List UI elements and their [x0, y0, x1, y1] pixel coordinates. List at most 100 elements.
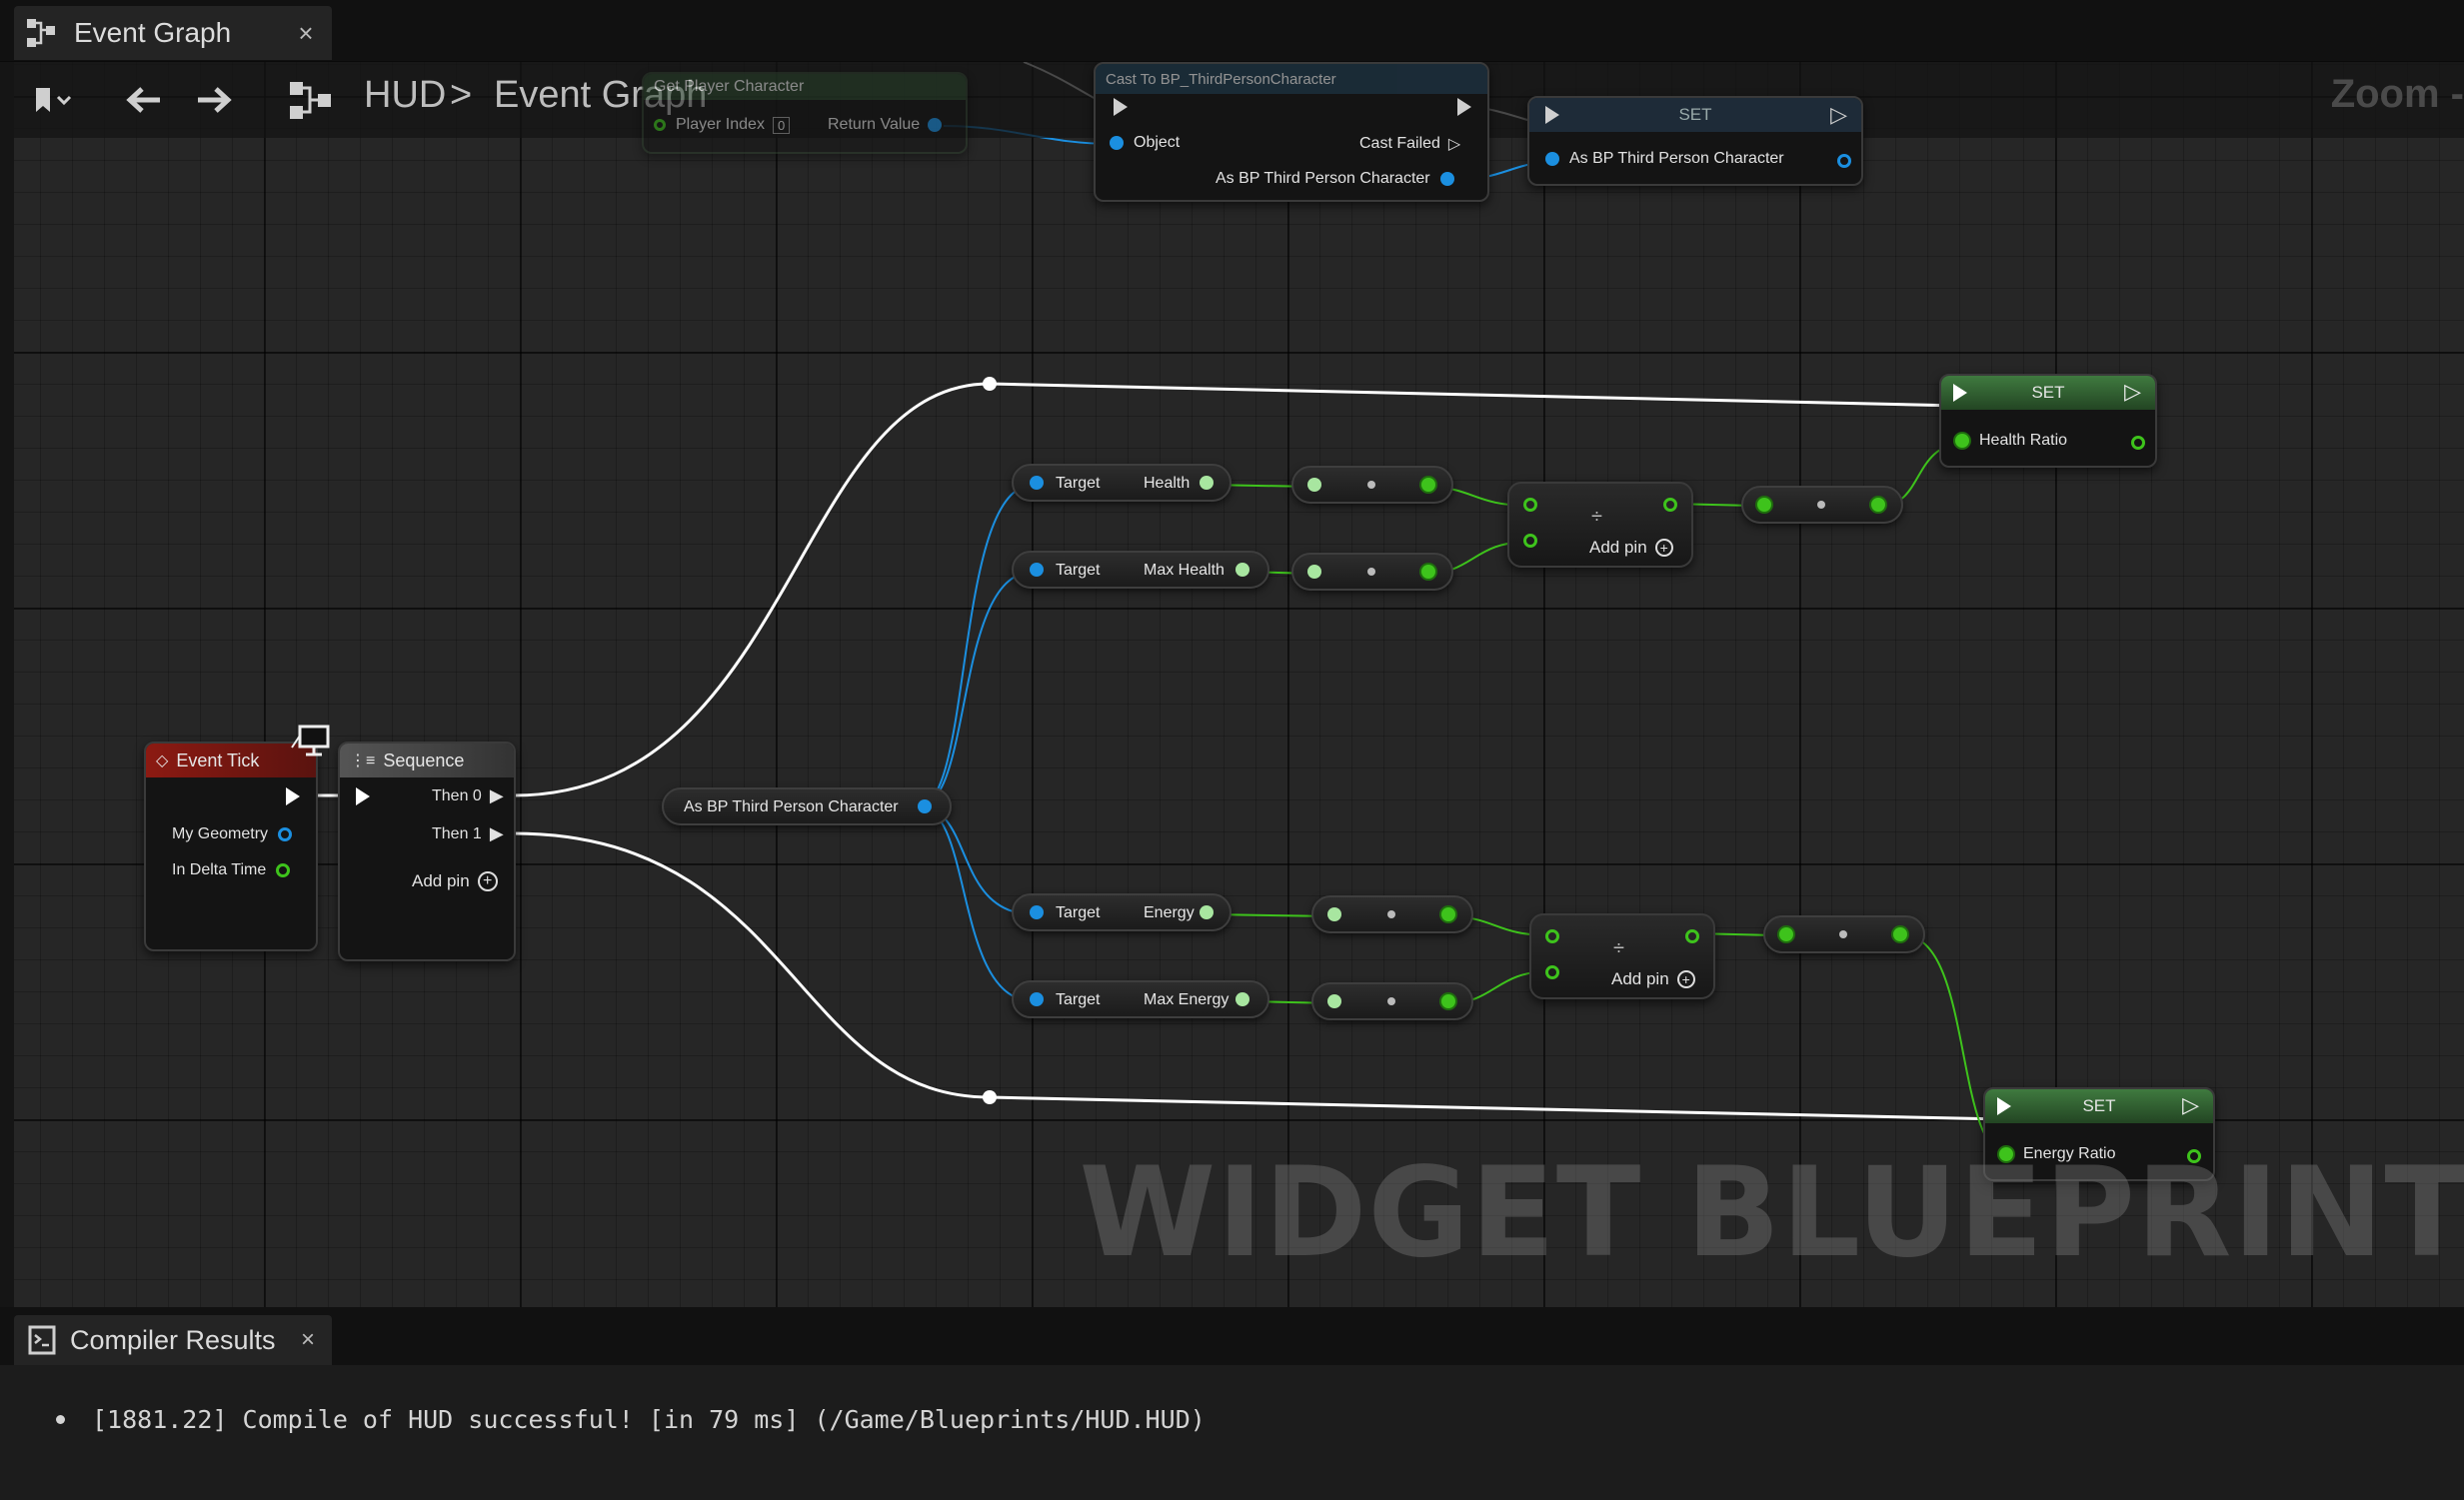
pin-output-icon[interactable] — [1235, 563, 1249, 577]
node-convert-energy[interactable] — [1311, 895, 1473, 933]
pin-input-icon[interactable] — [1757, 498, 1771, 512]
pin-input-icon[interactable] — [1327, 994, 1341, 1008]
node-divide-health[interactable]: ÷ Add pin + — [1507, 482, 1693, 568]
pin-output-icon[interactable] — [1235, 992, 1249, 1006]
pin-output-icon[interactable] — [1685, 929, 1699, 943]
widget-blueprint-watermark: WIDGET BLUEPRINT — [1079, 1141, 2464, 1285]
node-set-energy-ratio[interactable]: SET ▷ Energy Ratio — [1983, 1087, 2215, 1181]
node-convert-energy-ratio[interactable] — [1763, 915, 1925, 953]
pin-input-icon[interactable] — [1307, 478, 1321, 492]
exec-out-pin[interactable] — [286, 787, 300, 805]
exec-in-pin[interactable] — [1114, 98, 1128, 116]
exec-in-pin[interactable] — [1545, 106, 1559, 124]
node-header: ◇ Event Tick — [146, 744, 316, 777]
pin-output-icon[interactable] — [1200, 905, 1214, 919]
bookmark-button[interactable] — [26, 76, 86, 124]
pin-label: Energy Ratio — [2023, 1145, 2116, 1162]
plus-circle-icon: + — [477, 871, 498, 891]
pin-output-icon[interactable] — [1893, 927, 1907, 941]
pin-output-icon[interactable] — [1871, 498, 1885, 512]
node-convert-health[interactable] — [1291, 466, 1453, 504]
tab-compiler-results[interactable]: Compiler Results × — [14, 1315, 332, 1365]
pin-icon — [654, 119, 666, 131]
exec-in-pin[interactable] — [1997, 1097, 2011, 1115]
pin-a-icon[interactable] — [1545, 929, 1559, 943]
node-set-character[interactable]: SET ▷ As BP Third Person Character — [1527, 96, 1863, 186]
back-button[interactable] — [120, 76, 168, 124]
node-get-player-character[interactable]: Get Player Character Player Index 0 Retu… — [642, 72, 968, 154]
exec-out-pin[interactable] — [1457, 98, 1471, 116]
exec-in-pin[interactable] — [356, 787, 370, 805]
node-convert-health-ratio[interactable] — [1741, 486, 1903, 524]
node-get-energy[interactable]: Target Energy — [1012, 893, 1232, 931]
node-var-get-character[interactable]: As BP Third Person Character — [662, 787, 952, 825]
close-icon[interactable]: × — [298, 17, 314, 48]
node-get-max-energy[interactable]: Target Max Energy — [1012, 980, 1269, 1018]
pin-then0[interactable]: Then 0 ▶ — [432, 785, 504, 806]
node-cast-to-character[interactable]: Cast To BP_ThirdPersonCharacter Object C… — [1094, 62, 1489, 202]
arrow-right-icon — [198, 87, 232, 113]
graph-icon — [27, 19, 55, 47]
pin-output-icon[interactable] — [1200, 476, 1214, 490]
pin-b-icon[interactable] — [1523, 534, 1537, 548]
add-pin-button[interactable]: Add pin + — [412, 871, 498, 891]
pin-output-icon[interactable] — [2131, 436, 2145, 450]
exec-out-pin[interactable]: ▷ — [1830, 102, 1847, 127]
reroute-node[interactable] — [983, 377, 997, 391]
pin-label: My Geometry — [172, 825, 269, 842]
reroute-node[interactable] — [983, 1090, 997, 1104]
pin-output-icon[interactable] — [1421, 478, 1435, 492]
arrow-left-icon — [126, 87, 160, 113]
node-get-max-health[interactable]: Target Max Health — [1012, 551, 1269, 589]
node-convert-max-energy[interactable] — [1311, 982, 1473, 1020]
pin-output-icon[interactable] — [2187, 1149, 2201, 1163]
player-index-input[interactable]: 0 — [772, 116, 791, 134]
pin-output-icon[interactable] — [1663, 498, 1677, 512]
pin-target-icon[interactable] — [1030, 992, 1044, 1006]
event-graph-canvas[interactable]: HUD > Event Graph Zoom - Get Player Char… — [14, 62, 2464, 1307]
pin-target-icon[interactable] — [1030, 476, 1044, 490]
graph-icon — [290, 82, 331, 119]
tab-event-graph[interactable]: Event Graph × — [14, 6, 332, 60]
pin-object[interactable]: Object — [1110, 134, 1180, 152]
node-set-health-ratio[interactable]: SET ▷ Health Ratio — [1939, 374, 2157, 468]
breadcrumb-root[interactable]: HUD — [364, 74, 447, 116]
graph-toggle-button[interactable] — [284, 76, 338, 124]
forward-button[interactable] — [190, 76, 238, 124]
sequence-icon: ⋮≡ — [350, 752, 376, 769]
pin-output-icon[interactable] — [1441, 907, 1455, 921]
node-convert-max-health[interactable] — [1291, 553, 1453, 591]
pin-as-character[interactable]: As BP Third Person Character — [1216, 170, 1454, 188]
exec-out-pin[interactable]: ▷ — [2124, 379, 2141, 404]
pin-input-icon[interactable] — [1307, 565, 1321, 579]
pin-in-delta-time[interactable]: In Delta Time — [172, 861, 291, 879]
pin-then1[interactable]: Then 1 ▶ — [432, 823, 504, 844]
node-get-health[interactable]: Target Health — [1012, 464, 1232, 502]
exec-out-pin[interactable]: ▷ — [2182, 1092, 2199, 1117]
pin-my-geometry[interactable]: My Geometry — [172, 825, 293, 843]
pin-target-icon[interactable] — [1030, 563, 1044, 577]
pin-a-icon[interactable] — [1523, 498, 1537, 512]
pin-output-icon[interactable] — [1421, 565, 1435, 579]
node-label: Health — [1144, 475, 1191, 492]
node-divide-energy[interactable]: ÷ Add pin + — [1529, 913, 1715, 999]
add-pin-button[interactable]: Add pin + — [1589, 538, 1673, 558]
add-pin-button[interactable]: Add pin + — [1611, 969, 1695, 989]
pin-input-icon[interactable] — [1327, 907, 1341, 921]
pin-output-icon[interactable] — [1441, 994, 1455, 1008]
pin-cast-failed[interactable]: Cast Failed ▷ — [1359, 134, 1460, 154]
pin-target-icon[interactable] — [1030, 905, 1044, 919]
pin-input-icon[interactable] — [1779, 927, 1793, 941]
pin-health-ratio[interactable]: Health Ratio — [1955, 432, 2067, 450]
pin-energy-ratio[interactable]: Energy Ratio — [1999, 1145, 2116, 1163]
pin-as-character[interactable]: As BP Third Person Character — [1545, 150, 1784, 168]
exec-in-pin[interactable] — [1953, 384, 1967, 402]
pin-output-icon[interactable] — [1837, 154, 1851, 168]
close-icon[interactable]: × — [300, 1326, 315, 1353]
pin-icon[interactable] — [918, 799, 932, 813]
pin-return-value[interactable]: Return Value — [828, 116, 943, 134]
node-sequence[interactable]: ⋮≡ Sequence Then 0 ▶ Then 1 ▶ Add pin + — [338, 742, 516, 961]
node-event-tick[interactable]: ◇ Event Tick My Geometry In Delta Time — [144, 742, 318, 951]
pin-b-icon[interactable] — [1545, 965, 1559, 979]
pin-player-index[interactable]: Player Index 0 — [654, 116, 791, 134]
